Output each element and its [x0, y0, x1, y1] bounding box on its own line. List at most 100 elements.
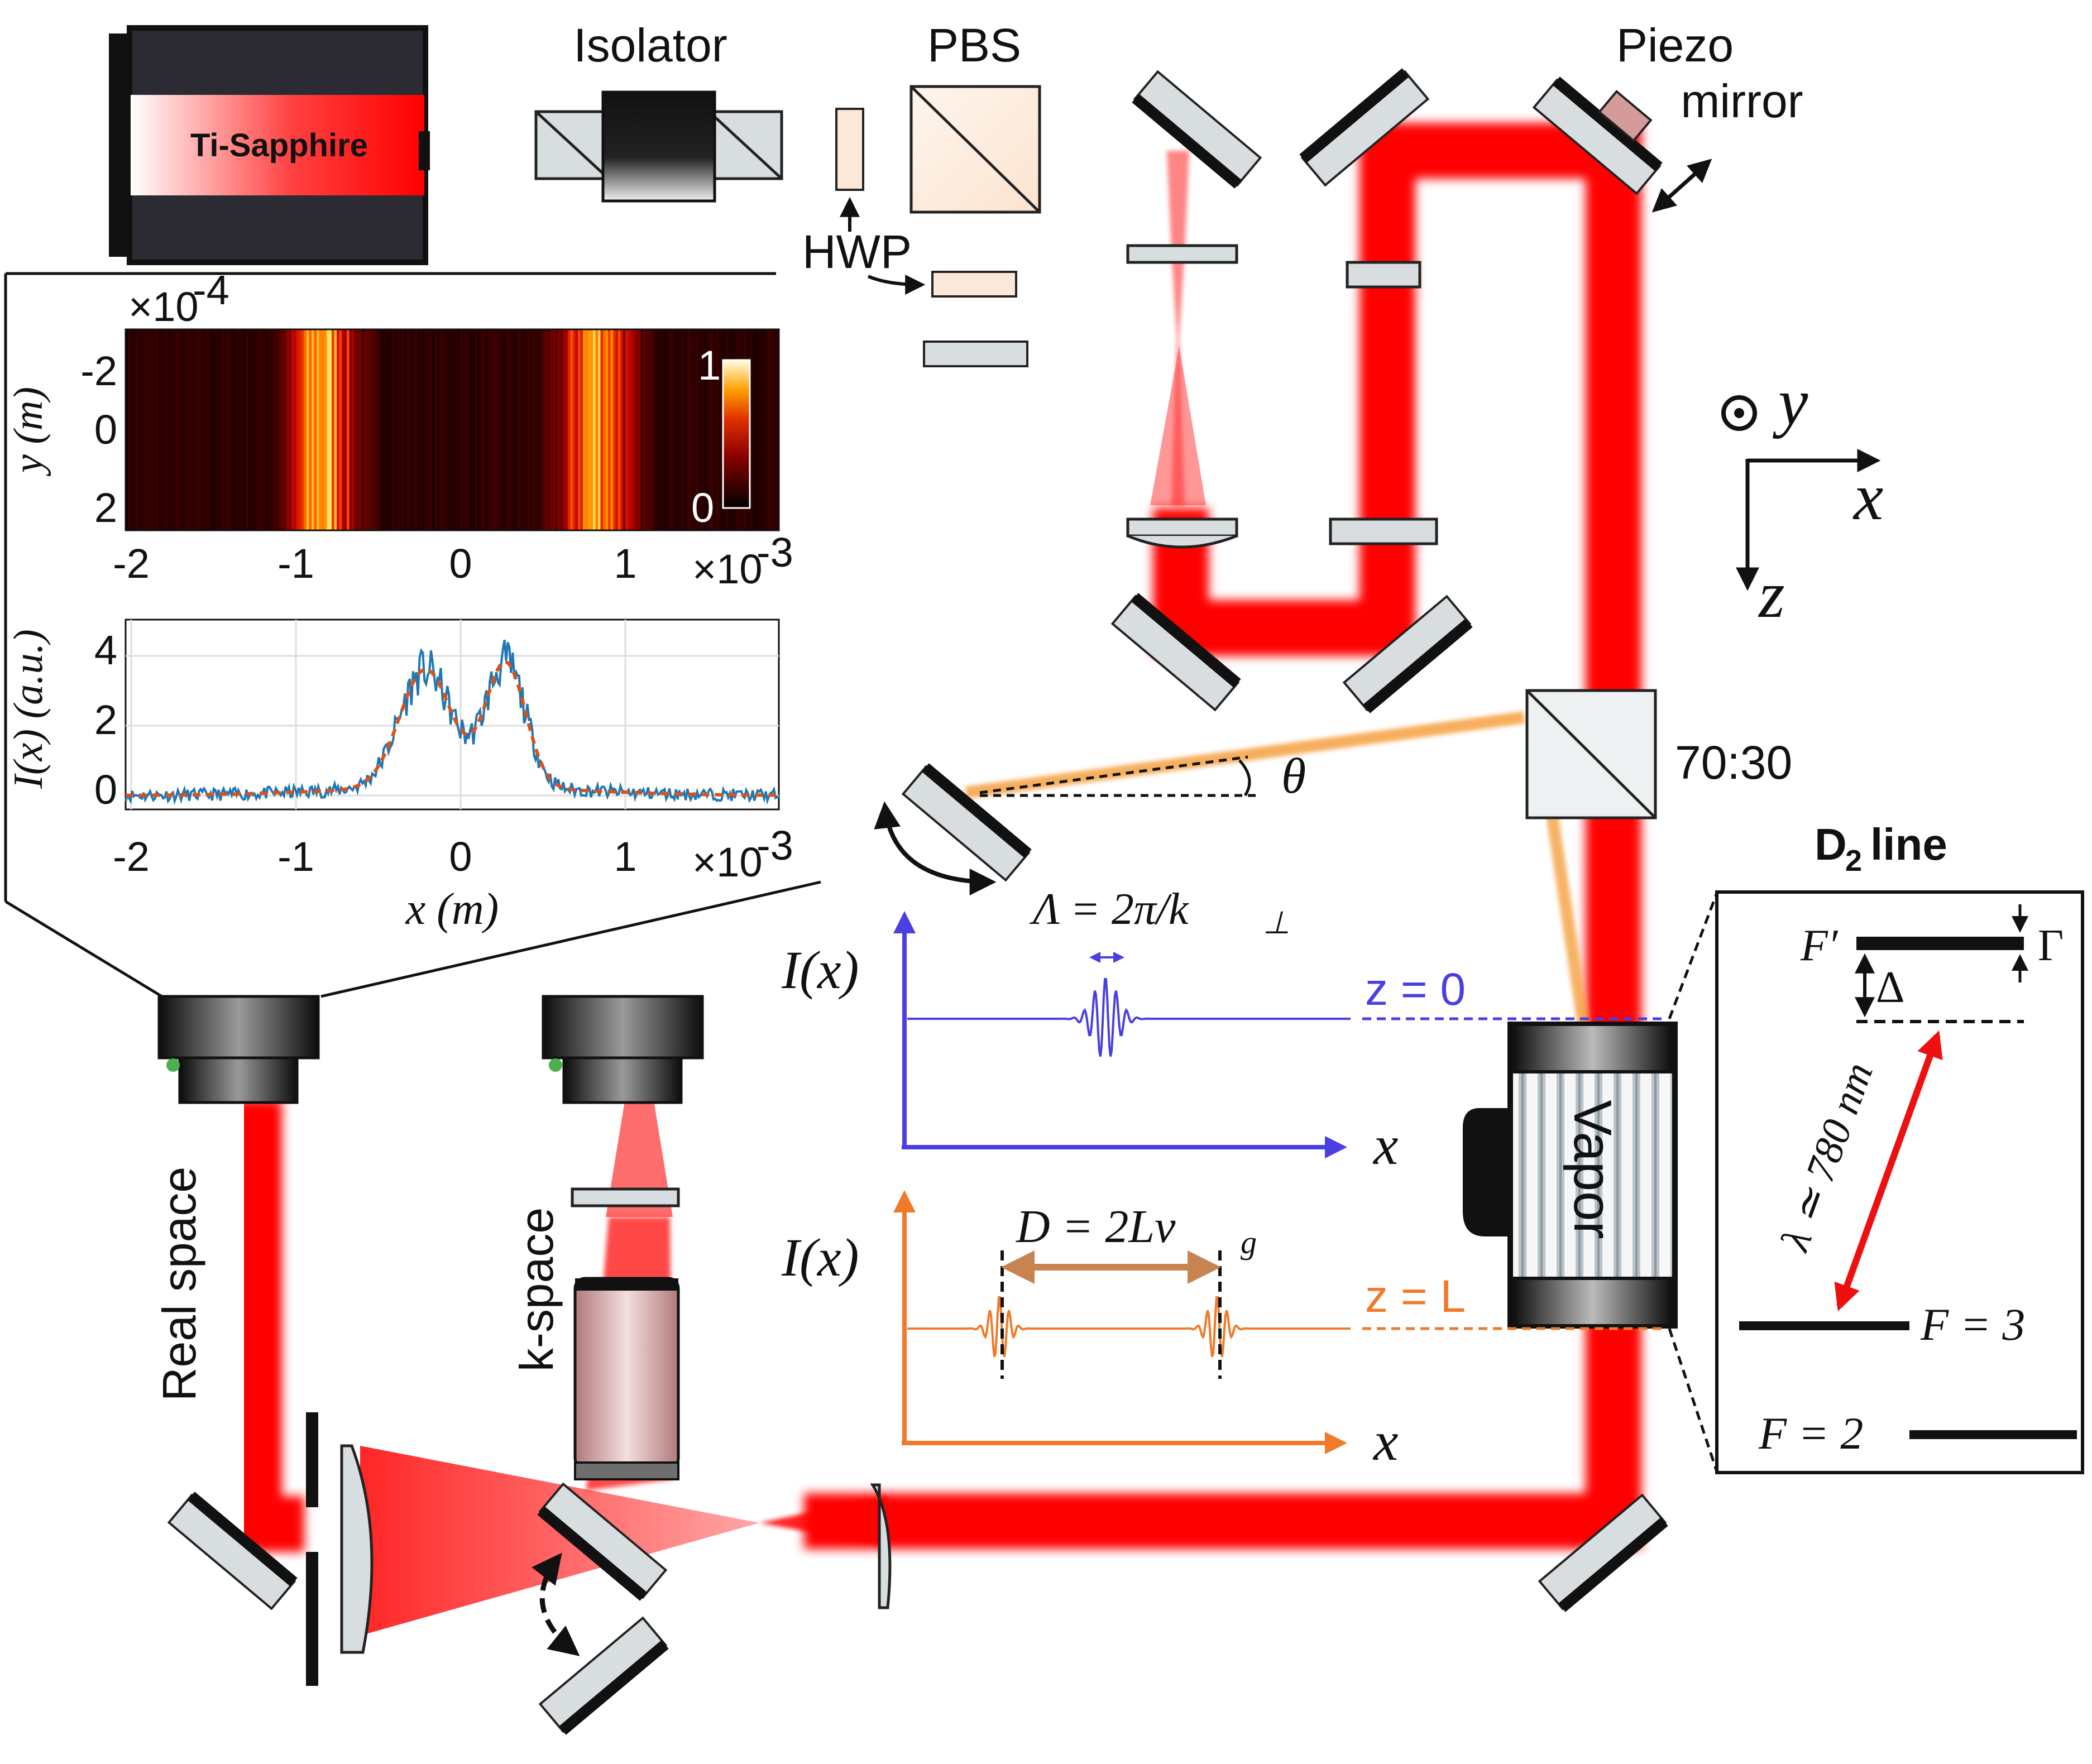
heatmap-column [258, 329, 262, 530]
heatmap-column [520, 329, 523, 530]
heatmap-column [357, 329, 360, 530]
heatmap-exp-base: ×10 [128, 284, 199, 330]
heatmap-column [339, 329, 342, 530]
intensity-heatmap: ×10 -4 1 0 -2 0 2 y (m) -2 -1 0 1 ×10 -3 [6, 267, 793, 592]
heatmap-column [600, 329, 604, 530]
heatmap-column [286, 329, 289, 530]
heatmap-column [477, 329, 480, 530]
heatmap-column [216, 329, 219, 530]
vapor-label: Vapor [1563, 1100, 1622, 1239]
heatmap-column [555, 329, 558, 530]
heatmap-column [364, 329, 367, 530]
piezo-label-line2: mirror [1681, 75, 1803, 127]
mirror-4 [1110, 593, 1241, 712]
splitter-label: 70:30 [1675, 736, 1792, 789]
profile-xtick-1: -2 [113, 833, 150, 880]
heatmap-column [688, 329, 691, 530]
heatmap-column [291, 329, 294, 530]
heatmap-xexp-power: -3 [757, 529, 793, 576]
profile-xtick-3: 0 [449, 833, 472, 880]
heatmap-xtick-4: 1 [614, 540, 636, 587]
heatmap-column [327, 329, 329, 530]
axis-x-label: x [1852, 459, 1883, 534]
heatmap-column [558, 329, 561, 530]
heatmap-column [136, 329, 138, 530]
heatmap-column [191, 329, 194, 530]
heatmap-xtick-1: -2 [113, 540, 150, 587]
heatmap-column [168, 329, 171, 530]
heatmap-column [218, 329, 222, 530]
heatmap-column [133, 329, 136, 530]
heatmap-column [389, 329, 392, 530]
pbs-label: PBS [927, 19, 1021, 71]
heatmap-ytick-2: 0 [94, 406, 117, 453]
heatmap-column [233, 329, 237, 530]
heatmap-column [698, 329, 701, 530]
angle-theta: θ [979, 749, 1306, 804]
mirror-5 [1342, 595, 1473, 713]
heatmap-column [610, 329, 614, 530]
heatmap-column [223, 329, 227, 530]
heatmap-column [414, 329, 418, 530]
heatmap-ytick-3: 2 [94, 485, 117, 531]
heatmap-column [337, 329, 339, 530]
heatmap-column [761, 329, 764, 530]
heatmap-column [530, 329, 533, 530]
aperture-bottom [306, 1552, 318, 1686]
heatmap-column [402, 329, 405, 530]
heatmap-column [751, 329, 754, 530]
heatmap-column [128, 329, 131, 530]
real-space-camera [157, 995, 320, 1104]
heatmap-column [590, 329, 593, 530]
heatmap-column [253, 329, 257, 530]
ti-sapphire-laser: Ti-Sapphire [109, 25, 430, 265]
heatmap-column [585, 329, 588, 530]
heatmap-column [633, 329, 636, 530]
heatmap-column [256, 329, 259, 530]
heatmap-column [198, 329, 202, 530]
heatmap-column [459, 329, 463, 530]
mirror-2 [1299, 68, 1430, 187]
heatmap-column [439, 329, 443, 530]
heatmap-column [543, 329, 545, 530]
heatmap-column [497, 329, 500, 530]
heatmap-column [708, 329, 711, 530]
heatmap-column [377, 329, 380, 530]
heatmap-column [533, 329, 535, 530]
heatmap-column [620, 329, 624, 530]
heatmap-column [166, 329, 169, 530]
heatmap-column [301, 329, 304, 530]
heatmap-column [563, 329, 566, 530]
heatmap-column [593, 329, 596, 530]
heatmap-column [538, 329, 540, 530]
heatmap-column [678, 329, 681, 530]
heatmap-column [548, 329, 550, 530]
period-sub: ⊥ [1263, 906, 1290, 941]
polarizing-beam-splitter: PBS [909, 19, 1041, 214]
heatmap-column [759, 329, 762, 530]
heatmap-column [148, 329, 151, 530]
heatmap-column [565, 329, 568, 530]
profile-ytick-2: 2 [94, 697, 117, 743]
heatmap-column [419, 329, 423, 530]
heatmap-column [206, 329, 209, 530]
aperture-top [306, 1412, 318, 1507]
polarizer [923, 341, 1028, 367]
heatmap-column [442, 329, 445, 530]
heatmap-column [392, 329, 395, 530]
z0-xlabel: x [1372, 1114, 1398, 1176]
heatmap-column [334, 329, 337, 530]
heatmap-column [766, 329, 769, 530]
z0-ylabel: I(x) [781, 940, 859, 1000]
heatmap-column [693, 329, 696, 530]
wave-zL [907, 1296, 1351, 1358]
profile-ylabel: I(x) (a.u.) [6, 629, 51, 789]
hwp-label: HWP [802, 226, 912, 278]
z0-label: z = 0 [1365, 964, 1466, 1015]
heatmap-column [472, 329, 475, 530]
heatmap-column [583, 329, 586, 530]
profile-xexp-power: -3 [757, 822, 793, 869]
heatmap-column [324, 329, 327, 530]
heatmap-column [228, 329, 232, 530]
heatmap-column [156, 329, 159, 530]
